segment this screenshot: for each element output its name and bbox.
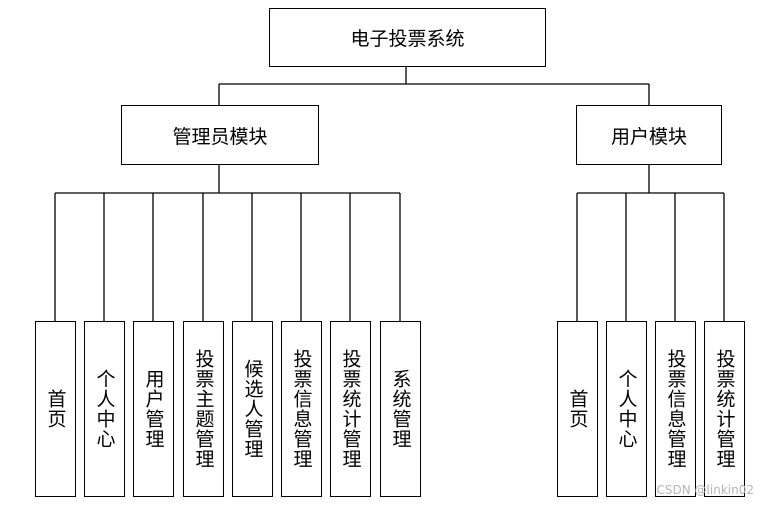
admin-child-label: 投票统计管理 (339, 349, 362, 469)
user-child-label: 首页 (566, 389, 589, 429)
admin-child-node: 候选人管理 (232, 321, 273, 497)
user-child-label: 个人中心 (615, 369, 638, 449)
user-child-node: 首页 (557, 321, 598, 497)
admin-child-label: 个人中心 (93, 369, 116, 449)
admin-child-label: 候选人管理 (241, 359, 264, 459)
user-child-node: 个人中心 (606, 321, 647, 497)
user-child-label: 投票统计管理 (713, 349, 736, 469)
admin-child-label: 首页 (44, 389, 67, 429)
admin-child-label: 投票信息管理 (290, 349, 313, 469)
root-label: 电子投票系统 (350, 28, 465, 50)
watermark: CSDN @linkin02 (656, 483, 754, 497)
admin-child-node: 投票统计管理 (330, 321, 371, 497)
user-child-node: 投票信息管理 (655, 321, 696, 497)
user-module-label: 用户模块 (610, 125, 687, 148)
user-module-node: 用户模块 (576, 105, 722, 165)
user-child-node: 投票统计管理 (704, 321, 745, 497)
admin-child-node: 投票信息管理 (281, 321, 322, 497)
admin-child-label: 投票主题管理 (192, 349, 215, 469)
admin-module-node: 管理员模块 (121, 105, 319, 165)
admin-child-node: 个人中心 (84, 321, 125, 497)
admin-child-node: 首页 (35, 321, 76, 497)
admin-child-label: 系统管理 (389, 369, 412, 449)
admin-module-label: 管理员模块 (172, 125, 268, 148)
admin-child-node: 系统管理 (380, 321, 421, 497)
user-child-label: 投票信息管理 (664, 349, 687, 469)
admin-child-node: 用户管理 (133, 321, 174, 497)
admin-child-node: 投票主题管理 (183, 321, 224, 497)
admin-child-label: 用户管理 (142, 369, 165, 449)
root-node: 电子投票系统 (269, 8, 546, 67)
